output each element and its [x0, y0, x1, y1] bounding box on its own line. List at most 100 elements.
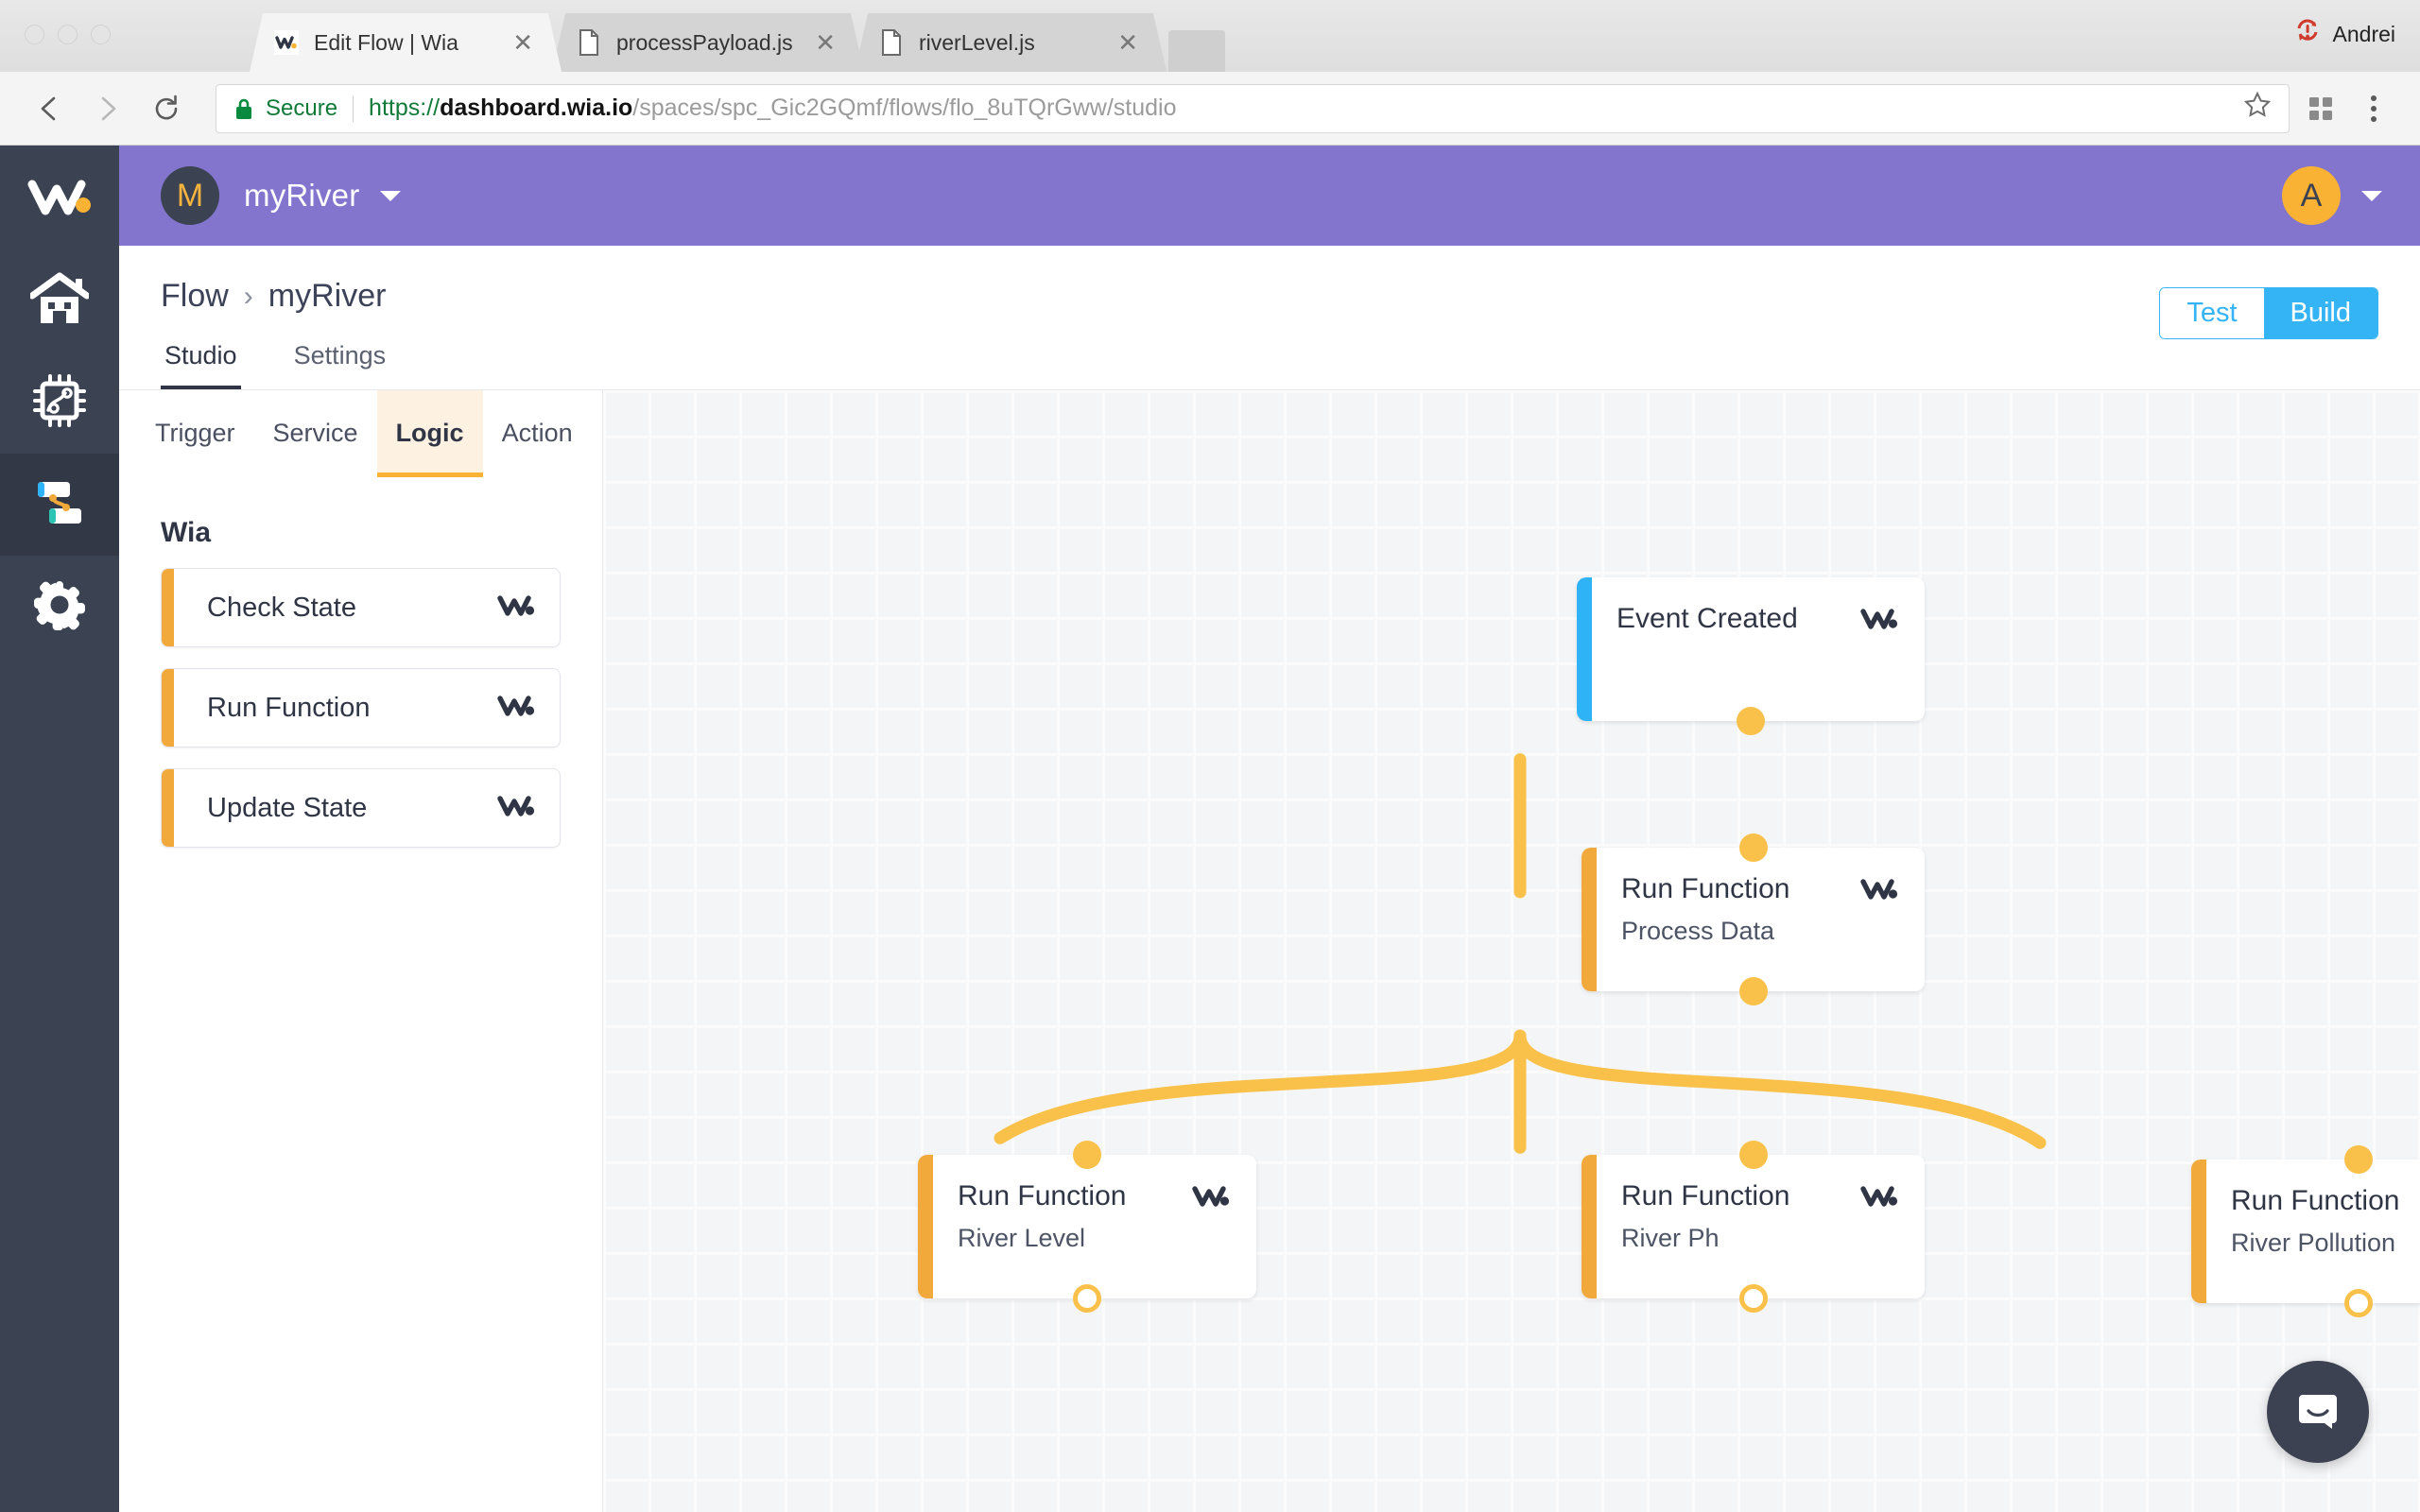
node-subtitle: River Level — [958, 1224, 1086, 1252]
sidebar-item-home[interactable] — [0, 249, 119, 352]
browser-toolbar: Secure https://dashboard.wia.io/spaces/s… — [0, 72, 2420, 146]
sidebar-item-flows[interactable] — [0, 454, 119, 556]
tab-title: riverLevel.js — [919, 29, 1035, 55]
space-topbar: M myRiver A — [119, 146, 2420, 246]
forward-button[interactable] — [83, 84, 132, 133]
sidebar-item-devices[interactable] — [0, 352, 119, 454]
palette-tab-action[interactable]: Action — [501, 419, 573, 447]
palette-block-update-state[interactable]: Update State — [161, 768, 561, 848]
flow-node-river-pollution[interactable]: Run Function River Pollution — [2191, 1145, 2420, 1317]
intercom-launcher-button[interactable] — [2267, 1361, 2369, 1463]
mode-test-button[interactable]: Test — [2160, 288, 2264, 338]
tab-close-icon[interactable]: ✕ — [815, 28, 836, 57]
workspace: M myRiver A Flow › myRiver Studio Settin… — [119, 146, 2420, 1512]
flow-canvas[interactable]: Event Created R — [603, 390, 2420, 1512]
tab-close-icon[interactable]: ✕ — [512, 28, 533, 57]
url-scheme: https:// — [369, 94, 441, 121]
palette-tab-service[interactable]: Service — [272, 419, 358, 447]
chat-bubble-icon — [2293, 1385, 2342, 1439]
block-palette: Trigger Service Logic Action Wia Check S… — [119, 390, 603, 1512]
node-input-port[interactable] — [2343, 1145, 2373, 1174]
tab-list: Edit Flow | Wia ✕ processPayload.js ✕ — [250, 0, 1225, 72]
profile-name: Andrei — [2332, 21, 2395, 46]
breadcrumb-root[interactable]: Flow — [161, 278, 229, 314]
tab-settings[interactable]: Settings — [293, 341, 387, 369]
palette-block-list: Check State Run Function — [119, 560, 602, 848]
palette-tab-logic[interactable]: Logic — [376, 390, 483, 477]
studio-body: Trigger Service Logic Action Wia Check S… — [119, 389, 2420, 1512]
breadcrumb-separator-icon: › — [243, 280, 253, 312]
palette-block-run-function[interactable]: Run Function — [161, 668, 561, 747]
browser-tab-riverlevel[interactable]: riverLevel.js ✕ — [855, 13, 1167, 72]
node-title: Event Created — [1616, 603, 1798, 634]
node-accent-bar — [2191, 1160, 2206, 1303]
window-minimize-button[interactable] — [58, 25, 78, 44]
chip-icon — [31, 372, 88, 434]
address-bar[interactable]: Secure https://dashboard.wia.io/spaces/s… — [216, 83, 2290, 133]
star-icon[interactable] — [2243, 91, 2272, 126]
node-title: Run Function — [2231, 1185, 2400, 1216]
topbar-user-menu[interactable]: A — [2282, 166, 2382, 225]
kebab-menu-icon[interactable] — [2352, 94, 2395, 124]
wia-logo-icon[interactable] — [0, 146, 119, 249]
new-tab-button[interactable] — [1168, 30, 1225, 72]
mode-toggle: Test Build — [2159, 287, 2378, 339]
node-accent-bar — [1577, 577, 1592, 721]
node-output-port[interactable] — [2343, 1289, 2373, 1317]
browser-tab-processpayload[interactable]: processPayload.js ✕ — [552, 13, 864, 72]
mode-build-button[interactable]: Build — [2263, 288, 2377, 338]
wia-logo-icon — [497, 693, 535, 724]
node-input-port[interactable] — [1073, 1141, 1101, 1169]
browser-profile-chip[interactable]: Andrei — [2293, 17, 2395, 51]
flow-node-river-ph[interactable]: Run Function River Ph — [1582, 1141, 1925, 1313]
chevron-down-icon[interactable] — [2361, 190, 2382, 201]
palette-tab-trigger[interactable]: Trigger — [155, 419, 235, 447]
page-header: Flow › myRiver Studio Settings Test Buil… — [119, 246, 2420, 389]
browser-tab-edit-flow[interactable]: Edit Flow | Wia ✕ — [250, 13, 562, 72]
tab-close-icon[interactable]: ✕ — [1117, 28, 1138, 57]
node-input-port[interactable] — [1738, 1141, 1768, 1169]
flow-node-process-data[interactable]: Run Function Process Data — [1582, 833, 1925, 1005]
sidebar-item-settings[interactable] — [0, 556, 119, 658]
node-output-port[interactable] — [1738, 1284, 1768, 1313]
application: M myRiver A Flow › myRiver Studio Settin… — [0, 146, 2420, 1512]
wia-logo-icon — [497, 793, 535, 824]
back-button[interactable] — [25, 84, 74, 133]
node-title: Run Function — [1621, 1180, 1790, 1211]
wia-logo-icon — [497, 593, 535, 624]
flow-node-event-created[interactable]: Event Created — [1577, 577, 1925, 735]
block-accent-bar — [162, 769, 174, 847]
node-accent-bar — [918, 1155, 933, 1298]
tab-studio[interactable]: Studio — [161, 335, 241, 389]
node-subtitle: River Ph — [1621, 1224, 1720, 1252]
breadcrumb-current: myRiver — [268, 278, 387, 314]
space-name[interactable]: myRiver — [244, 178, 360, 213]
node-subtitle: River Pollution — [2231, 1228, 2396, 1257]
node-header: Event Created — [1616, 602, 1898, 637]
avatar[interactable]: A — [2282, 166, 2341, 225]
sync-error-icon — [2293, 17, 2322, 51]
primary-navigation-rail — [0, 146, 119, 1512]
url-path: /spaces/spc_Gic2GQmf/flows/flo_8uTQrGww/… — [632, 94, 1177, 121]
node-content: Run Function River Level — [933, 1155, 1256, 1298]
window-controls[interactable] — [25, 25, 111, 44]
palette-block-check-state[interactable]: Check State — [161, 568, 561, 647]
node-accent-bar — [1582, 1155, 1597, 1298]
node-input-port[interactable] — [1738, 833, 1768, 862]
block-label: Check State — [207, 592, 356, 623]
node-output-port[interactable] — [1738, 977, 1768, 1005]
extensions-icon[interactable] — [2299, 94, 2342, 123]
window-maximize-button[interactable] — [91, 25, 111, 44]
window-close-button[interactable] — [25, 25, 44, 44]
flow-node-river-level[interactable]: Run Function River Level — [918, 1141, 1256, 1313]
flow-edges — [994, 753, 2047, 1154]
flow-icon — [30, 476, 89, 534]
chevron-down-icon[interactable] — [380, 190, 402, 201]
node-output-port[interactable] — [1737, 707, 1765, 735]
wia-logo-icon — [1171, 1179, 1230, 1214]
reload-button[interactable] — [142, 84, 191, 133]
node-output-port[interactable] — [1073, 1284, 1101, 1313]
wia-logo-icon — [274, 30, 299, 55]
node-content: Run Function River Ph — [1597, 1155, 1925, 1298]
